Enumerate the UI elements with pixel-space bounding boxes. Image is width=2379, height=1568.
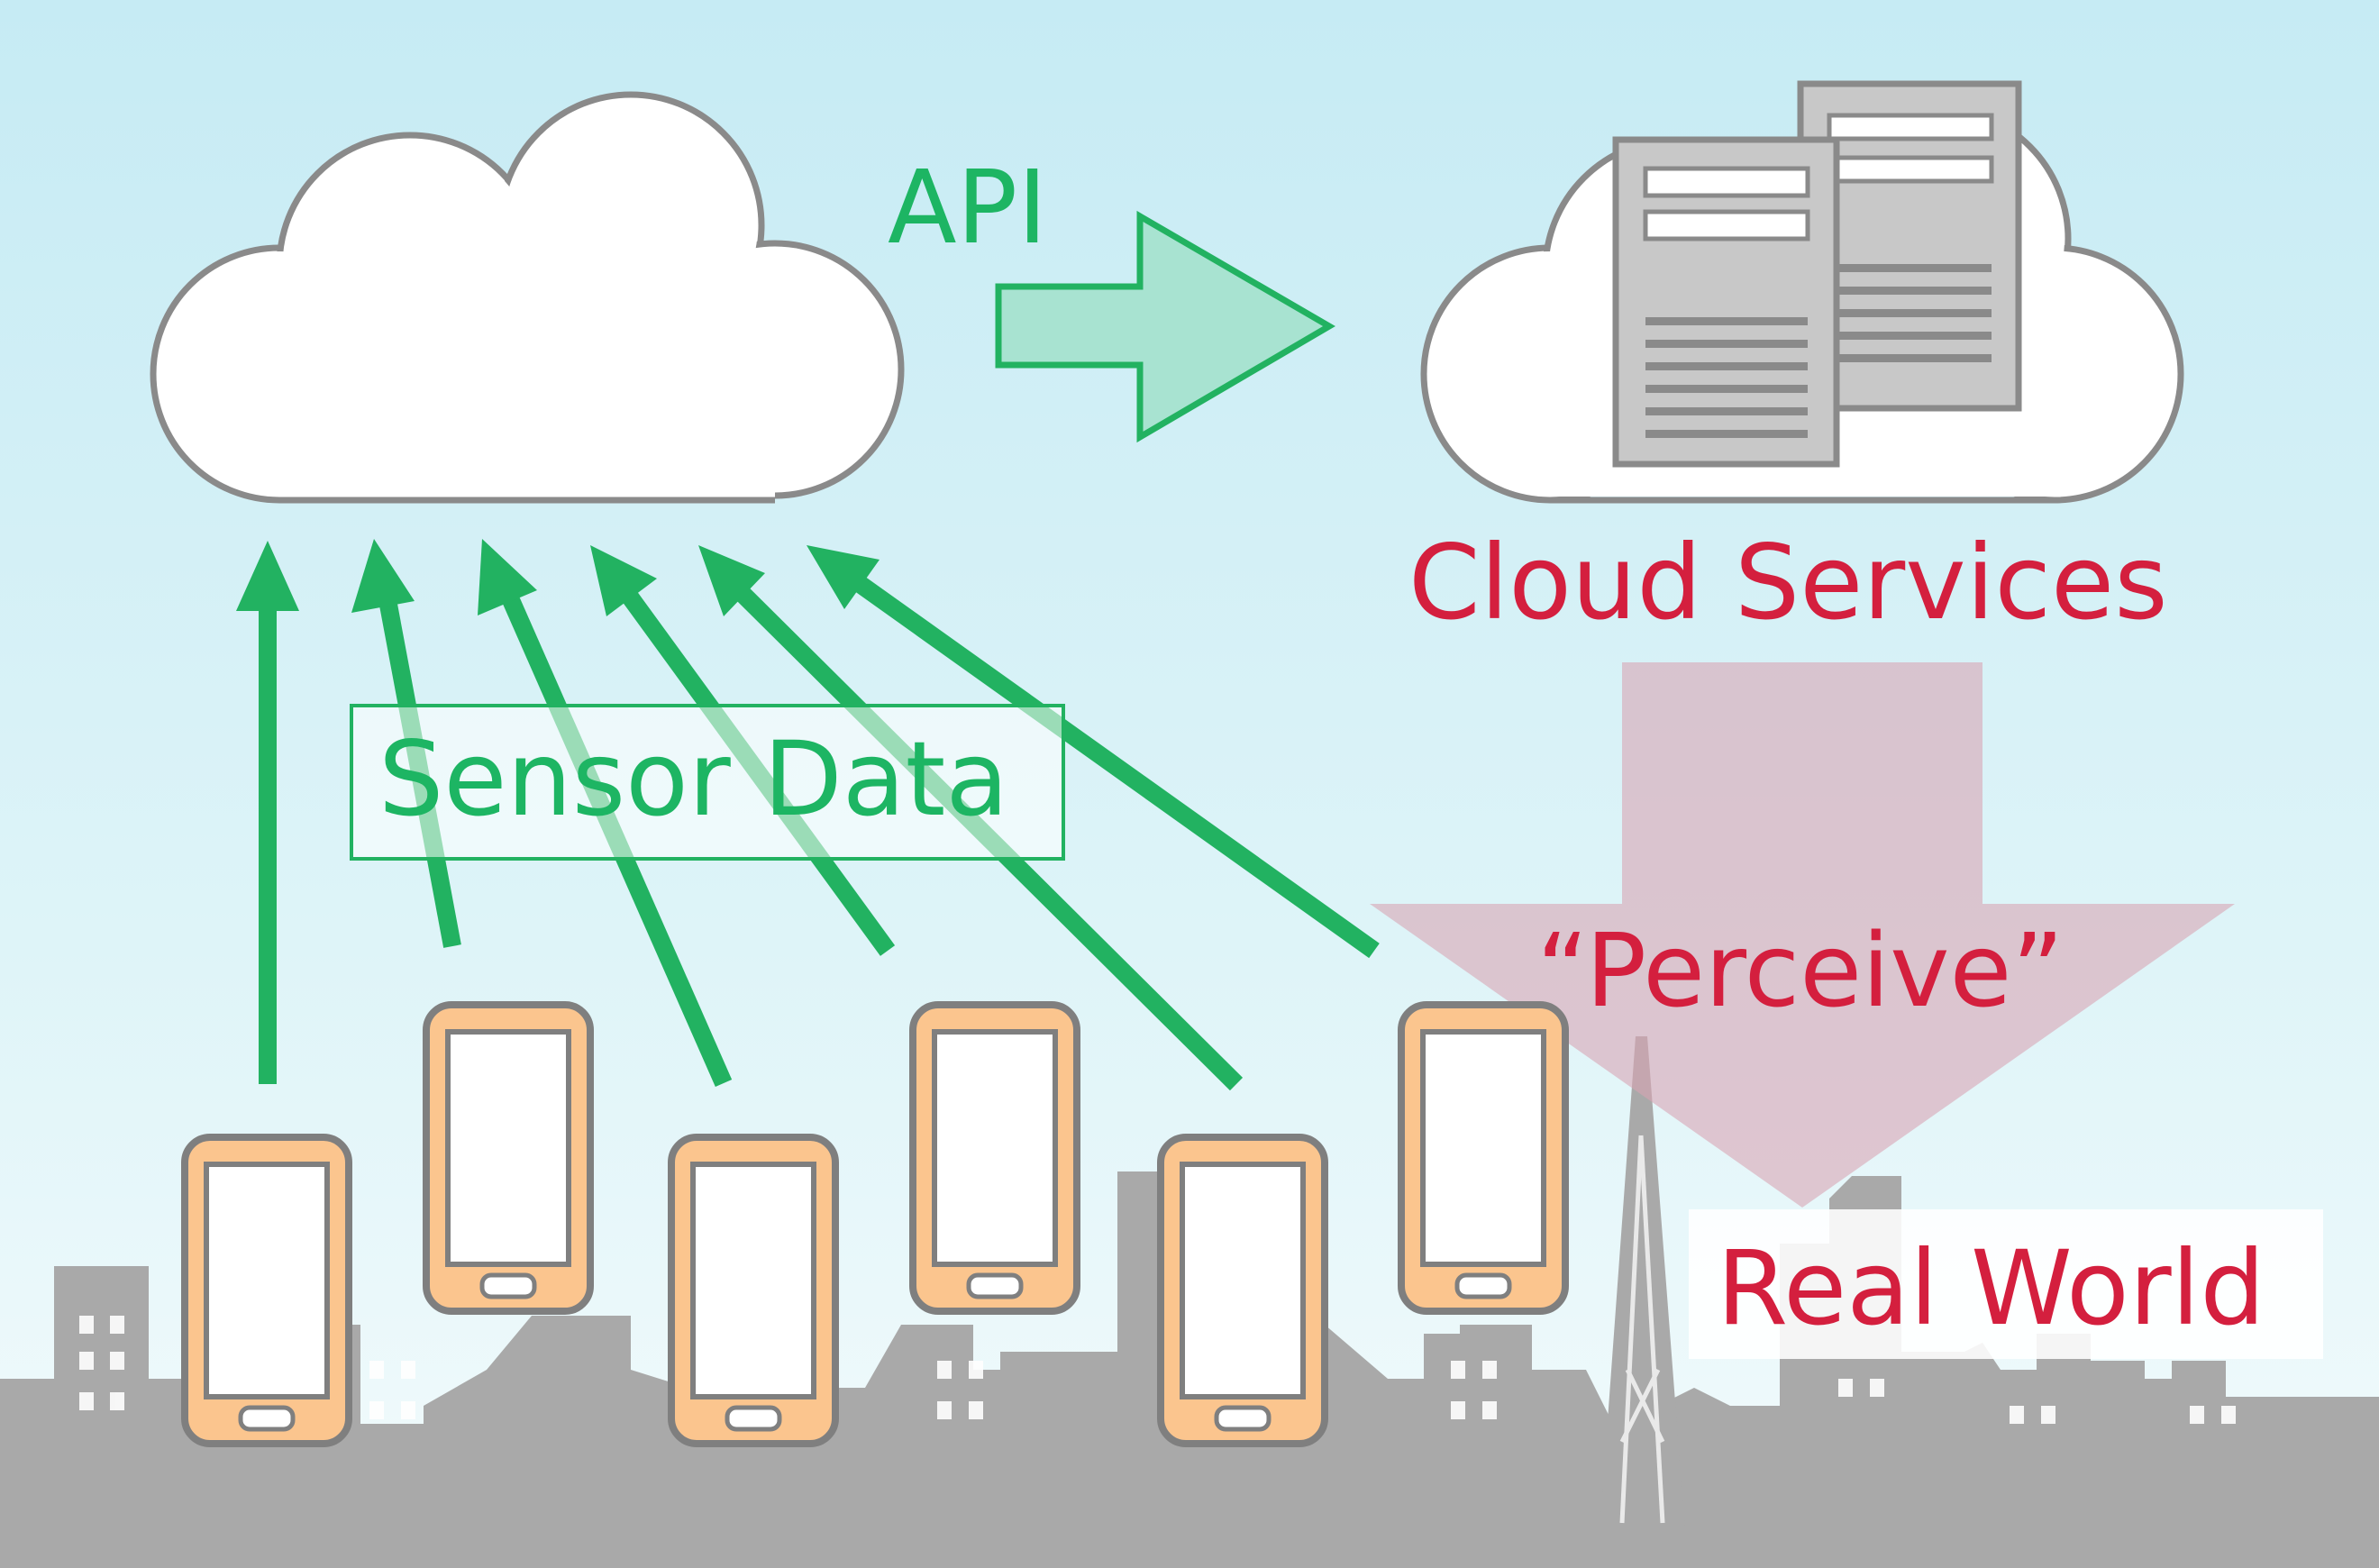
api-arrow	[995, 210, 1335, 443]
sensor-data-label: Sensor Data	[378, 719, 1009, 839]
sensor-arrow-head	[478, 539, 537, 615]
sensor-arrow-head	[590, 545, 657, 616]
perceive-label: “Perceive”	[1536, 913, 2065, 1030]
smartphone-icon	[909, 1001, 1080, 1315]
cloud-services-label: Cloud Services	[1408, 523, 2168, 643]
smartphone-icon	[423, 1001, 594, 1315]
real-world-box	[1689, 1209, 2323, 1359]
smartphone-icon	[1398, 1001, 1569, 1315]
api-label: API	[888, 150, 1048, 267]
sensor-arrow	[851, 573, 1380, 959]
smartphone-icon	[668, 1134, 839, 1447]
smartphone-icon	[1157, 1134, 1328, 1447]
smartphones	[181, 1001, 1569, 1447]
server-icon	[1612, 136, 1840, 468]
perceive-arrow	[1370, 662, 2235, 1208]
sensor-arrow-head	[236, 541, 299, 611]
sensor-data-box	[350, 704, 1065, 861]
sensor-arrow-head	[351, 539, 415, 613]
building-windows	[79, 1316, 2236, 1424]
tower-lattice	[1619, 1135, 1665, 1524]
sensor-arrow-head	[807, 545, 880, 609]
real-world-label: Real World	[1717, 1228, 2265, 1348]
smartphone-icon	[181, 1134, 352, 1447]
cloud-icon	[150, 91, 905, 504]
sensor-arrow-head	[698, 545, 765, 616]
